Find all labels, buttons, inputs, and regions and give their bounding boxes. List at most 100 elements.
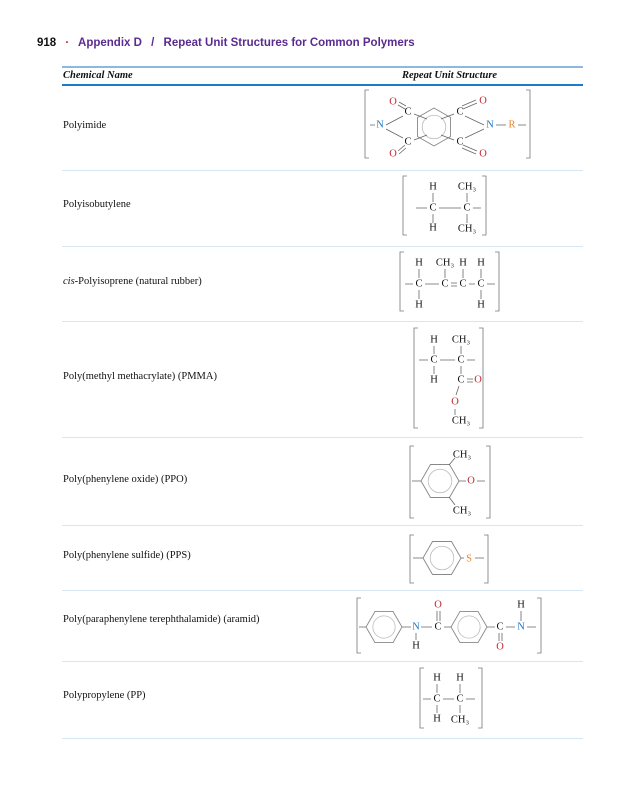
polymer-name: Poly(methyl methacrylate) (PMMA)	[63, 371, 217, 382]
row-divider	[62, 437, 583, 438]
atom-label: H	[430, 375, 438, 386]
atom-label: CH₃	[453, 450, 472, 461]
structure-aramid: N H C O C O N H	[356, 597, 542, 654]
atom-label: H	[477, 258, 485, 269]
atom-label: C	[430, 355, 437, 366]
polymer-name: Polyisobutylene	[63, 199, 131, 210]
section-title: Repeat Unit Structures for Common Polyme…	[163, 37, 415, 49]
atom-label: CH₃	[452, 416, 471, 427]
repeat-brackets	[402, 175, 487, 236]
atom-label: H	[459, 258, 467, 269]
atom-label: H	[477, 300, 485, 311]
atom-label: C	[404, 107, 411, 118]
bond-lines	[416, 193, 481, 223]
atom-label: O	[474, 375, 482, 386]
row-divider	[62, 661, 583, 662]
atom-label: C	[434, 622, 441, 633]
atom-label: H	[433, 714, 441, 725]
atom-label: O	[389, 97, 397, 108]
structure-ppo: CH₃ O CH₃	[409, 445, 491, 519]
header-bullet: ·	[65, 37, 70, 49]
polymer-name: Polyimide	[63, 120, 107, 131]
atom-label: O	[451, 397, 459, 408]
column-header-name: Chemical Name	[63, 70, 133, 81]
benzene-ring-group	[417, 107, 451, 147]
structure-pmma: H CH₃ C C H C O O CH₃	[413, 327, 484, 429]
polymer-name: cis-Polyisoprene (natural rubber)	[63, 276, 202, 287]
atom-label: O	[434, 600, 442, 611]
atom-label: H	[456, 673, 464, 684]
polymer-name: Poly(phenylene sulfide) (PPS)	[63, 550, 191, 561]
running-header: 918 · Appendix D / Repeat Unit Structure…	[37, 37, 415, 49]
page-number: 918	[37, 37, 57, 49]
benzene-ring-group	[450, 610, 488, 644]
atom-label: N	[412, 622, 420, 633]
header-slash: /	[151, 37, 155, 49]
atom-label: C	[463, 203, 470, 214]
benzene-ring	[417, 107, 451, 147]
atom-label: C	[477, 279, 484, 290]
atom-label: CH₃	[436, 258, 455, 269]
row-divider	[62, 170, 583, 171]
atom-label: C	[456, 137, 463, 148]
structure-pps: S	[409, 534, 489, 584]
aromatic-circle	[429, 545, 455, 571]
column-header-structure: Repeat Unit Structure	[402, 70, 498, 81]
aromatic-circle	[427, 468, 453, 494]
atom-label: O	[389, 149, 397, 160]
atom-label: CH₃	[458, 182, 477, 193]
polymer-name: Polypropylene (PP)	[63, 690, 146, 701]
repeat-brackets	[399, 251, 500, 312]
atom-label: C	[456, 694, 463, 705]
row-divider	[62, 738, 583, 739]
repeat-brackets	[409, 534, 489, 584]
bond-lines	[419, 346, 475, 415]
benzene-ring-group	[420, 464, 460, 498]
atom-label: C	[457, 355, 464, 366]
atom-label: C	[459, 279, 466, 290]
atom-label: O	[479, 149, 487, 160]
bond-lines	[423, 684, 475, 713]
atom-label: N	[376, 120, 384, 131]
repeat-brackets	[419, 667, 483, 729]
atom-label: C	[441, 279, 448, 290]
benzene-ring-group	[422, 541, 462, 575]
row-divider	[62, 246, 583, 247]
atom-label: O	[496, 642, 504, 653]
atom-label: O	[479, 96, 487, 107]
header-rule	[62, 84, 583, 86]
atom-label: H	[433, 673, 441, 684]
atom-label: R	[508, 120, 515, 131]
polymer-name: Poly(phenylene oxide) (PPO)	[63, 474, 188, 485]
row-divider	[62, 590, 583, 591]
atom-label: H	[415, 258, 423, 269]
atom-label: N	[486, 120, 494, 131]
aromatic-circle	[372, 615, 396, 639]
atom-label: CH₃	[451, 715, 470, 726]
atom-label: C	[457, 375, 464, 386]
atom-label: H	[429, 223, 437, 234]
atom-label: H	[412, 641, 420, 652]
atom-label: S	[466, 554, 472, 565]
repeat-brackets	[409, 445, 491, 519]
structure-polyisoprene: H CH₃ H H C C C C H H	[399, 251, 500, 312]
atom-label: H	[430, 335, 438, 346]
aromatic-circle	[457, 615, 481, 639]
atom-label: C	[429, 203, 436, 214]
structure-polyimide: O C C O N N R C C O O	[364, 89, 531, 160]
atom-label: C	[433, 694, 440, 705]
repeat-brackets	[356, 597, 542, 654]
atom-label: H	[517, 600, 525, 611]
polymer-name: Poly(paraphenylene terephthalamide) (ara…	[63, 614, 260, 625]
section-label: Appendix D	[78, 37, 142, 49]
atom-label: CH₃	[453, 506, 472, 517]
bond-lines	[405, 269, 495, 299]
benzene-ring-group	[365, 610, 403, 644]
structure-polyisobutylene: H CH₃ C C H CH₃	[402, 175, 487, 236]
atom-label: C	[404, 137, 411, 148]
atom-label: N	[517, 622, 525, 633]
row-divider	[62, 525, 583, 526]
aromatic-circle	[421, 114, 447, 140]
bond-lines	[412, 457, 485, 506]
